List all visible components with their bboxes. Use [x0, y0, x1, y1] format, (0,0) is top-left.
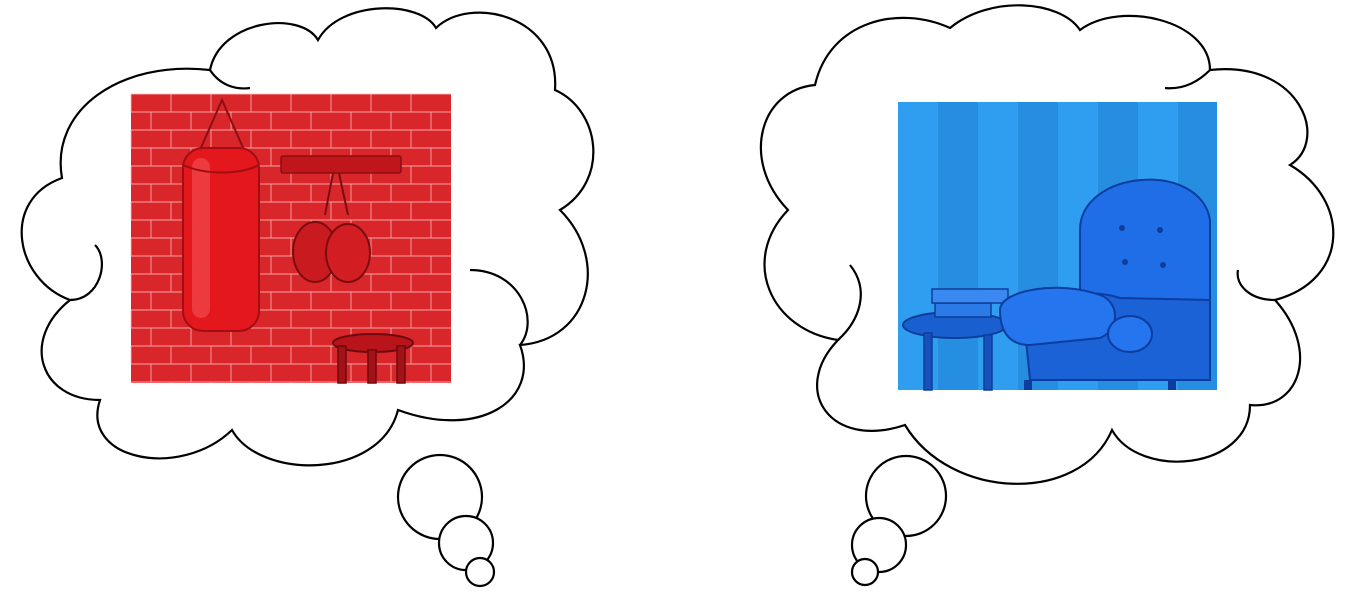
armchair-leg-right	[1168, 380, 1176, 390]
punching-bag-seam-top	[182, 164, 260, 174]
red-boxing-room-picture	[130, 93, 451, 384]
punching-bag-highlight	[192, 158, 210, 318]
left-cloud-arc-1	[69, 244, 103, 302]
wall-shelf	[280, 155, 402, 174]
stool-leg-middle	[367, 349, 377, 384]
book-bottom	[934, 302, 992, 318]
punching-bag-chain	[199, 97, 245, 151]
right-cloud-arc-3	[1164, 69, 1211, 90]
side-table-leg-left	[923, 332, 933, 391]
side-table-leg-right	[983, 334, 993, 391]
blue-armchair-room-picture	[898, 102, 1217, 391]
right-cloud-arc-1	[837, 264, 862, 341]
glove-laces	[324, 172, 349, 216]
book-top	[931, 288, 1009, 304]
armchair-tuft-4	[1160, 262, 1166, 268]
left-cloud-arc-2	[469, 268, 529, 346]
armchair-tuft-2	[1157, 227, 1163, 233]
left-cloud-arc-3	[209, 69, 251, 90]
armchair-back	[1079, 178, 1211, 301]
boxing-glove-right	[325, 223, 371, 283]
armchair-leg-left	[1024, 380, 1032, 390]
armchair-arm-end	[1107, 315, 1153, 353]
armchair-tuft-1	[1119, 225, 1125, 231]
right-cloud-arc-2	[1236, 269, 1276, 302]
right-thought-bubble-small	[850, 557, 880, 587]
right-thought-bubble-large	[864, 454, 948, 538]
wall-stripe	[938, 102, 978, 390]
left-thought-bubble-small	[464, 556, 496, 588]
armchair-tuft-3	[1122, 259, 1128, 265]
stool-leg-right	[396, 345, 406, 384]
stool-leg-left	[337, 345, 347, 384]
armchair-arm	[998, 286, 1116, 347]
